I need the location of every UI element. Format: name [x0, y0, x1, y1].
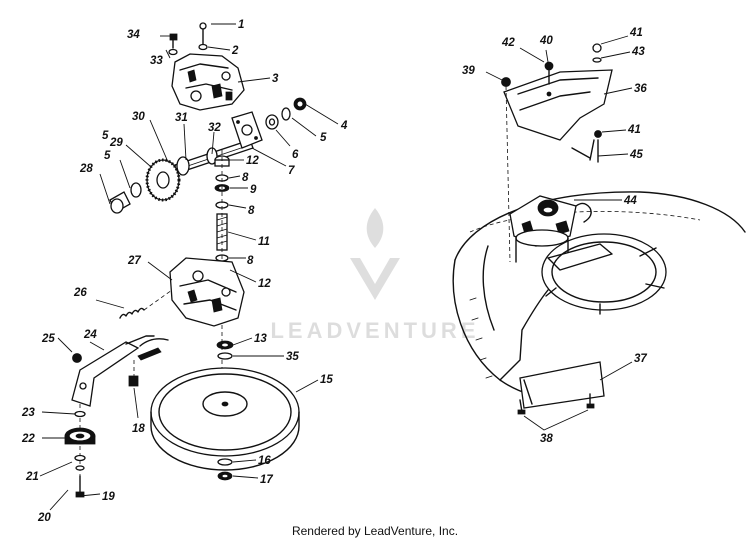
transmission-assembly: [39, 22, 339, 511]
spring-part: [119, 289, 173, 319]
callout-label: 27: [127, 255, 141, 267]
callout-label: 16: [258, 455, 271, 467]
callout-label: 35: [286, 351, 299, 363]
callout-label: 37: [634, 353, 647, 365]
main-pulley-part: [150, 367, 300, 471]
bearing-plate-part: [231, 111, 263, 149]
callout-label: 25: [41, 333, 55, 345]
discharge-ring-part: [541, 233, 667, 315]
nut-part: [293, 97, 307, 111]
deck-housing-part: [452, 191, 746, 409]
leader-lines: [39, 23, 339, 511]
bolt-part: [199, 22, 207, 45]
callout-label: 34: [127, 29, 140, 41]
callout-label: 12: [246, 155, 259, 167]
pin-part: [571, 130, 602, 163]
callout-label: 7: [288, 165, 295, 177]
callout-label: 4: [340, 120, 348, 132]
callout-label: 2: [231, 45, 239, 57]
callout-labels: 1 2 3 4 5 5 5 6 7 8 8 8 9 11 12 12 13 15…: [21, 19, 647, 524]
washer-part: [281, 107, 291, 121]
callout-label: 30: [132, 111, 145, 123]
upper-housing-part: [171, 53, 245, 111]
callout-label: 43: [631, 46, 645, 58]
nut-part: [544, 61, 554, 85]
callout-label: 44: [623, 195, 637, 207]
washer-part: [168, 48, 178, 56]
callout-label: 28: [79, 163, 93, 175]
callout-label: 17: [260, 474, 273, 486]
flame-v-logo-icon: [350, 208, 400, 300]
callout-label: 24: [83, 329, 97, 341]
callout-label: 33: [150, 55, 163, 67]
callout-label: 41: [629, 27, 643, 39]
callout-label: 20: [37, 512, 51, 524]
callout-label: 18: [132, 423, 145, 435]
washer-part: [74, 454, 86, 462]
washer-part: [198, 43, 208, 51]
footer-credit: Rendered by LeadVenture, Inc.: [291, 524, 459, 538]
callout-label: 26: [73, 287, 87, 299]
callout-label: 6: [292, 149, 299, 161]
callout-label: 9: [250, 184, 257, 196]
lower-housing-part: [169, 257, 245, 327]
callout-label: 5: [320, 132, 327, 144]
callout-label: 29: [109, 137, 123, 149]
nut-part: [592, 43, 602, 63]
bearing-part: [109, 191, 131, 214]
bushing-part: [265, 114, 279, 130]
callout-label: 23: [21, 407, 35, 419]
leader-lines: [485, 35, 633, 431]
callout-label: 11: [258, 236, 270, 248]
bolt-part: [75, 475, 85, 498]
watermark-text: LEADVENTURE: [270, 318, 479, 343]
bracket-part: [71, 335, 169, 407]
callout-label: 1: [238, 19, 244, 31]
callout-label: 8: [242, 172, 249, 184]
callout-label: 5: [102, 130, 109, 142]
deck-assembly: [452, 35, 746, 431]
callout-label: 8: [247, 255, 254, 267]
callout-label: 32: [208, 122, 221, 134]
washer-part: [75, 465, 85, 471]
callout-label: 5: [104, 150, 111, 162]
callout-label: 3: [272, 73, 279, 85]
washer-part: [217, 352, 233, 360]
washer-part: [130, 182, 142, 198]
callout-label: 40: [539, 35, 553, 47]
motor-mount-part: [509, 195, 592, 263]
callout-label: 22: [21, 433, 35, 445]
idler-pulley-part: [64, 427, 96, 445]
callout-label: 36: [634, 83, 647, 95]
callout-label: 8: [248, 205, 255, 217]
callout-label: 42: [501, 37, 515, 49]
nut-part: [128, 360, 139, 387]
callout-label: 39: [462, 65, 475, 77]
washer-part: [217, 458, 233, 466]
screw-part: [517, 393, 595, 415]
bolt-part: [169, 33, 178, 49]
callout-label: 45: [629, 149, 643, 161]
nut-part: [217, 471, 233, 481]
deflector-part: [503, 69, 613, 141]
pinion-shaft-part: [159, 139, 254, 179]
bolt-part: [501, 77, 511, 263]
callout-label: 41: [627, 124, 641, 136]
callout-label: 21: [25, 471, 39, 483]
callout-label: 19: [102, 491, 115, 503]
callout-label: 15: [320, 374, 333, 386]
callout-label: 38: [540, 433, 553, 445]
watermark: LEADVENTURE: [270, 208, 479, 343]
drive-gear-part: [145, 158, 181, 202]
callout-label: 12: [258, 278, 271, 290]
callout-label: 13: [254, 333, 267, 345]
callout-label: 31: [175, 112, 188, 124]
washer-part: [74, 410, 86, 418]
